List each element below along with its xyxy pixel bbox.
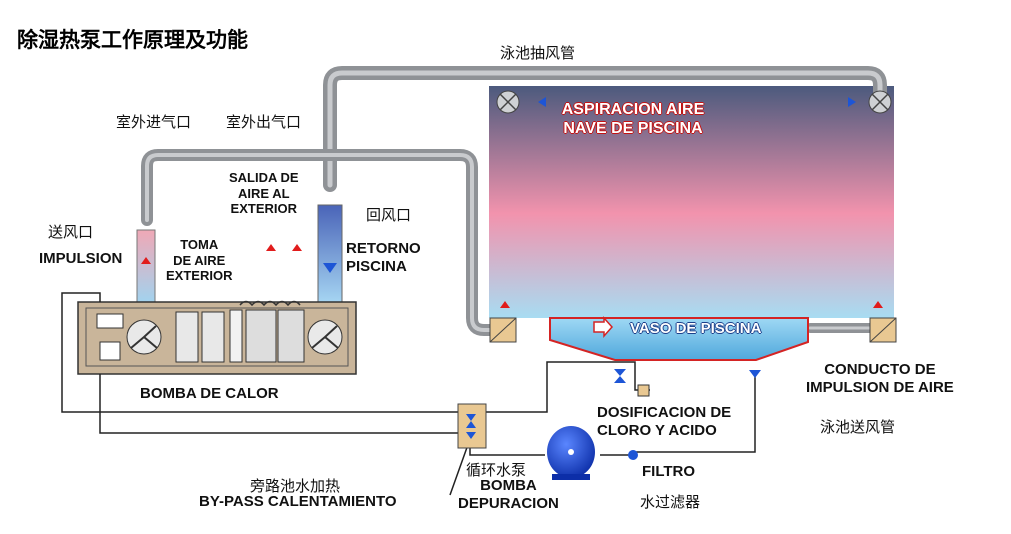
- supply-duct-label: CONDUCTO DE IMPULSION DE AIRE: [806, 361, 954, 396]
- impulsion-label: IMPULSION: [39, 250, 123, 267]
- supply-outlet-cn-label: 送风口: [48, 223, 94, 241]
- valve-icon: [614, 369, 626, 383]
- dosing-label: DOSIFICACION DE CLORO Y ACIDO: [597, 404, 732, 439]
- fan-icon: [126, 319, 162, 355]
- duct-network: [141, 66, 887, 336]
- outdoor-outlet-label: 室外出气口: [226, 113, 302, 131]
- return-pool-label: RETORNO PISCINA: [346, 240, 421, 275]
- return-air-cn-label: 回风口: [366, 206, 412, 224]
- pump-cn-label: 循环水泵: [466, 461, 527, 479]
- outdoor-air-intake-label: TOMA DE AIRE EXTERIOR: [166, 237, 233, 284]
- return-arrow-icon: [749, 370, 761, 378]
- dosing-tank: [637, 384, 650, 397]
- pool-basin: [549, 317, 809, 361]
- air-arrow-icon: [141, 97, 883, 308]
- water-piping: [61, 292, 756, 496]
- fan-icon: [307, 319, 343, 355]
- return-air-column: [317, 204, 343, 306]
- outdoor-inlet-label: 室外进气口: [116, 113, 192, 131]
- hall-aspiration-label: ASPIRACION AIRE NAVE DE PISCINA: [561, 101, 705, 138]
- bypass-label: BY-PASS CALENTAMIENTO: [199, 493, 397, 510]
- heat-exchanger-icon: [457, 403, 487, 449]
- fan-icon: [868, 90, 892, 114]
- heat-exchanger-icon: [869, 317, 897, 343]
- bypass-cn-label: 旁路池水加热: [250, 477, 341, 495]
- pool-vessel-label: VASO DE PISCINA: [630, 320, 762, 337]
- heat-pump-label: BOMBA DE CALOR: [140, 385, 279, 402]
- filter-label: FILTRO: [642, 463, 696, 480]
- fan-icon: [496, 90, 520, 114]
- pump-label: BOMBA DEPURACION: [458, 477, 559, 512]
- pool-supply-duct-label: 泳池送风管: [820, 418, 896, 436]
- exhaust-air-label: SALIDA DE AIRE AL EXTERIOR: [229, 170, 299, 217]
- pool-hall: [489, 86, 894, 318]
- pool-exhaust-duct-label: 泳池抽风管: [500, 44, 576, 62]
- diagram-title: 除湿热泵工作原理及功能: [17, 28, 248, 52]
- heat-pump-unit: [77, 300, 357, 375]
- pool-arrow-icon: [593, 316, 614, 338]
- supply-air-column: [136, 229, 156, 306]
- pump-icon: [547, 426, 595, 480]
- filter-icon: [628, 450, 638, 460]
- filter-cn-label: 水过滤器: [640, 493, 701, 511]
- heat-exchanger-icon: [489, 317, 517, 343]
